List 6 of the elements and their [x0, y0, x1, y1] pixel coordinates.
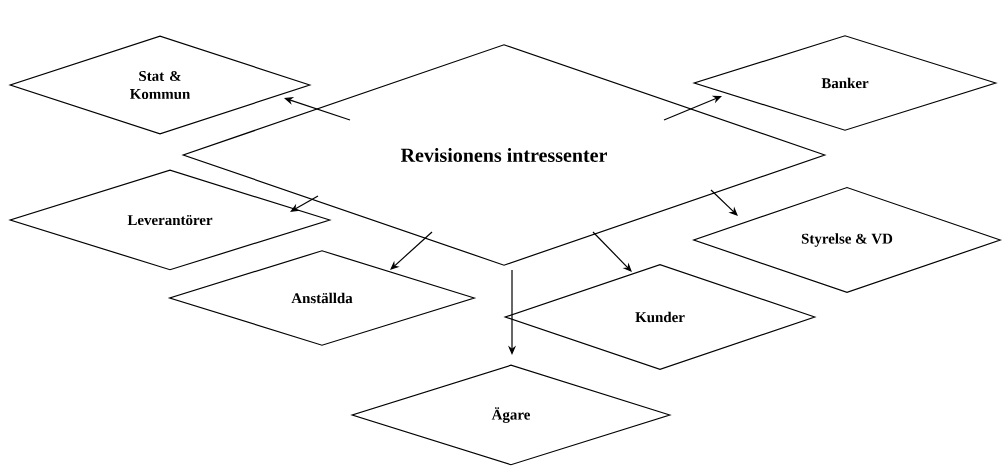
arrow	[663, 95, 722, 121]
arrow	[290, 195, 319, 212]
arrow	[390, 231, 433, 270]
arrow	[592, 231, 632, 272]
arrow	[710, 189, 738, 216]
arrow	[284, 97, 351, 121]
